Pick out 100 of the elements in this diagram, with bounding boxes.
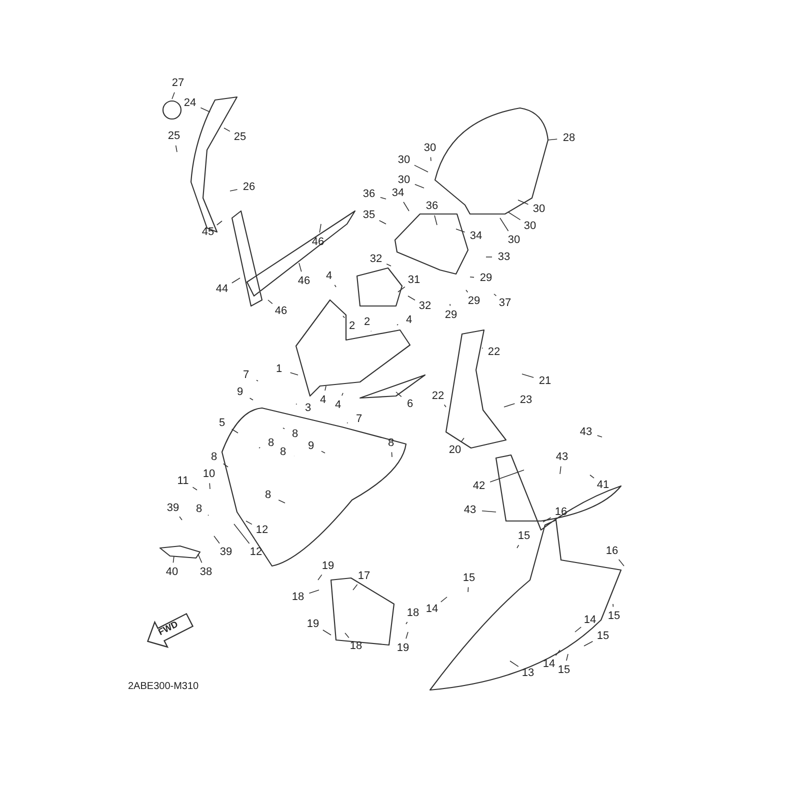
leader-line bbox=[510, 660, 519, 667]
leader-line bbox=[461, 438, 464, 442]
callout-number: 29 bbox=[480, 272, 492, 284]
leader-line bbox=[560, 466, 562, 474]
callout-number: 15 bbox=[558, 664, 570, 676]
callout-number: 30 bbox=[424, 142, 436, 154]
leader-line bbox=[249, 398, 254, 400]
leader-line bbox=[486, 256, 492, 258]
leader-line bbox=[406, 622, 408, 624]
callout-number: 6 bbox=[406, 398, 414, 410]
leader-line bbox=[268, 300, 273, 304]
callout-number: 36 bbox=[426, 200, 438, 212]
callout-number: 21 bbox=[538, 375, 552, 387]
leader-line bbox=[434, 215, 438, 226]
leader-line bbox=[282, 428, 285, 430]
leader-line bbox=[398, 286, 406, 292]
leader-line bbox=[246, 520, 252, 525]
leader-line bbox=[324, 386, 326, 391]
leader-line bbox=[566, 654, 568, 661]
callout-number: 2 bbox=[364, 316, 370, 328]
callout-number: 12 bbox=[256, 524, 268, 536]
leader-line bbox=[430, 156, 432, 162]
callout-number: 39 bbox=[220, 546, 232, 558]
callout-number: 15 bbox=[462, 572, 476, 584]
leader-line bbox=[596, 435, 602, 438]
callout-number: 12 bbox=[250, 546, 262, 558]
leader-line bbox=[200, 107, 210, 112]
callout-number: 34 bbox=[392, 187, 404, 199]
leader-line bbox=[179, 516, 182, 520]
leader-line bbox=[522, 374, 534, 378]
leader-line bbox=[216, 220, 222, 226]
callout-number: 39 bbox=[166, 502, 180, 514]
callout-number: 2 bbox=[348, 320, 356, 332]
callout-number: 19 bbox=[396, 642, 410, 654]
callout-number: 25 bbox=[168, 130, 180, 142]
callout-number: 9 bbox=[308, 440, 314, 452]
leader-line bbox=[334, 284, 336, 288]
callout-number: 30 bbox=[398, 154, 410, 166]
callout-number: 30 bbox=[524, 220, 536, 232]
leader-line bbox=[172, 556, 174, 564]
leader-line bbox=[414, 164, 428, 172]
callout-number: 4 bbox=[320, 394, 326, 406]
callout-number: 42 bbox=[472, 480, 486, 492]
leader-line bbox=[198, 554, 202, 564]
callout-number: 32 bbox=[418, 300, 432, 312]
callout-number: 29 bbox=[468, 295, 480, 307]
callout-number: 26 bbox=[242, 181, 256, 193]
callout-number: 22 bbox=[432, 390, 444, 402]
leader-line bbox=[318, 574, 322, 580]
callout-number: 8 bbox=[268, 437, 274, 449]
leader-line bbox=[466, 290, 468, 293]
callout-number: 35 bbox=[362, 209, 376, 221]
callout-number: 15 bbox=[608, 610, 620, 622]
callout-number: 25 bbox=[234, 131, 246, 143]
callout-number: 8 bbox=[292, 428, 298, 440]
callout-number: 1 bbox=[276, 363, 282, 375]
leader-line bbox=[230, 189, 238, 192]
callout-number: 46 bbox=[298, 275, 310, 287]
callout-number: 18 bbox=[406, 607, 420, 619]
callout-number: 23 bbox=[520, 394, 532, 406]
leader-line bbox=[494, 294, 497, 296]
callout-number: 8 bbox=[280, 446, 286, 458]
callout-number: 34 bbox=[470, 230, 482, 242]
leader-line bbox=[612, 604, 614, 608]
leader-line bbox=[470, 276, 474, 278]
leader-line bbox=[231, 428, 238, 434]
callout-number: 31 bbox=[408, 274, 420, 286]
leader-line bbox=[214, 536, 220, 544]
callout-number: 37 bbox=[498, 297, 512, 309]
leader-line bbox=[342, 392, 344, 396]
callout-number: 16 bbox=[606, 545, 618, 557]
leader-line bbox=[222, 463, 228, 468]
callout-number: 8 bbox=[196, 503, 202, 515]
leader-line bbox=[456, 228, 466, 232]
callout-number: 18 bbox=[350, 640, 362, 652]
leader-line bbox=[406, 632, 408, 639]
leader-line bbox=[319, 224, 322, 233]
leader-line bbox=[278, 500, 286, 504]
leader-line bbox=[490, 470, 524, 482]
leader-line bbox=[378, 220, 386, 224]
callout-number: 32 bbox=[370, 253, 382, 265]
callout-number: 30 bbox=[398, 174, 410, 186]
callout-number: 29 bbox=[444, 309, 458, 321]
callout-number: 4 bbox=[326, 270, 332, 282]
callout-number: 14 bbox=[584, 614, 596, 626]
leader-line bbox=[172, 92, 175, 100]
leader-line bbox=[396, 392, 402, 398]
callout-number: 30 bbox=[532, 203, 546, 215]
leader-line bbox=[342, 316, 345, 318]
leader-line bbox=[482, 510, 496, 512]
callout-number: 24 bbox=[184, 97, 196, 109]
callout-number: 16 bbox=[554, 506, 568, 518]
callout-number: 38 bbox=[200, 566, 212, 578]
callout-number: 46 bbox=[312, 236, 324, 248]
callout-number: 30 bbox=[508, 234, 520, 246]
leader-line bbox=[450, 304, 451, 306]
leader-line bbox=[555, 650, 560, 656]
leader-line bbox=[542, 517, 552, 522]
callout-number: 41 bbox=[596, 479, 610, 491]
callout-number: 11 bbox=[177, 475, 189, 487]
